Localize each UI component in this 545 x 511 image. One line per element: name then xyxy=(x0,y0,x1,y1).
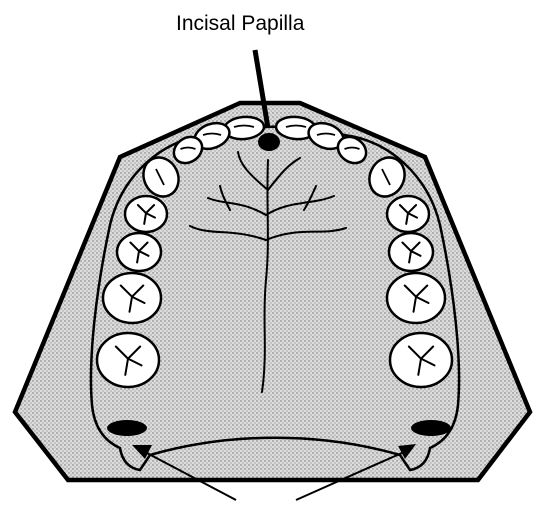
incisal-papilla-label: Incisal Papilla xyxy=(176,12,304,36)
incisal-papilla-mark xyxy=(258,133,280,151)
left-posterior-landmark xyxy=(107,420,147,436)
right-posterior-landmark xyxy=(411,420,451,436)
